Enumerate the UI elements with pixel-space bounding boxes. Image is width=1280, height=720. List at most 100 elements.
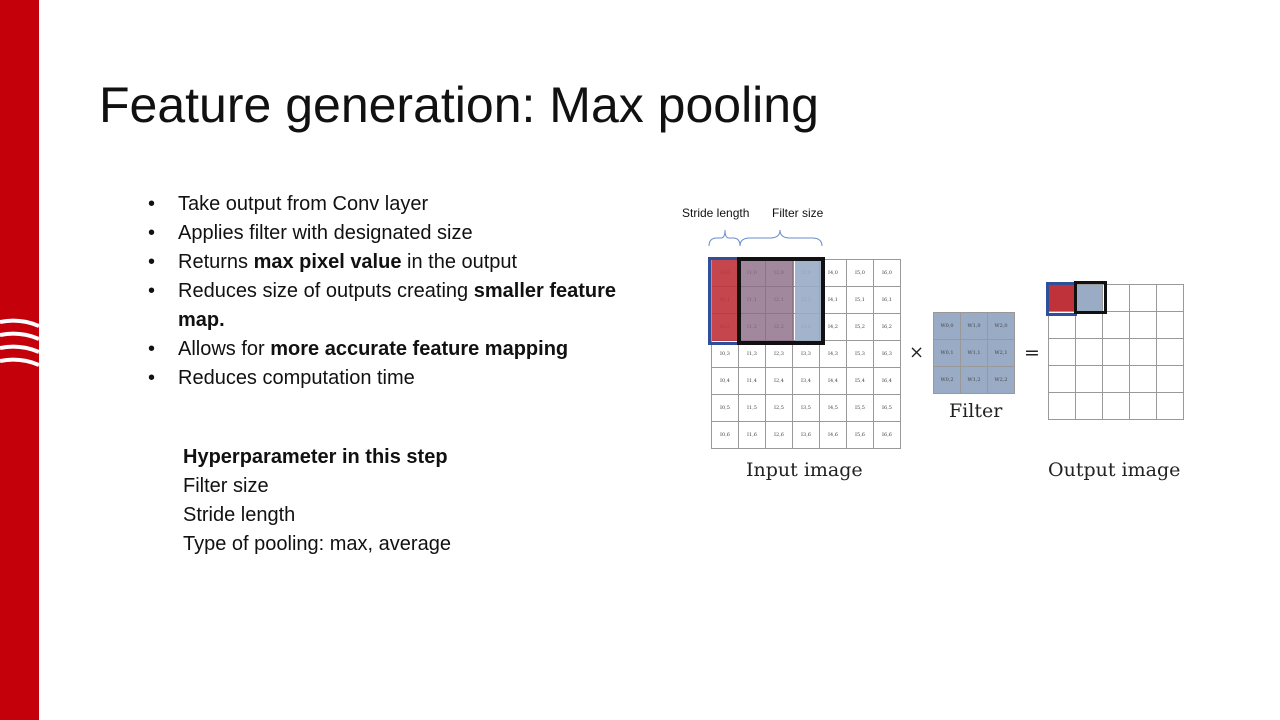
overlap-highlight [740, 260, 794, 341]
grid-cell [1130, 366, 1157, 393]
window-column-highlight [795, 260, 821, 341]
grid-cell: I4,4 [820, 368, 847, 395]
grid-cell: I6,5 [874, 395, 901, 422]
grid-cell [1103, 312, 1130, 339]
grid-cell: I2,5 [766, 395, 793, 422]
grid-cell: W0,1 [934, 340, 961, 367]
grid-cell: I2,3 [766, 341, 793, 368]
grid-cell: W2,1 [988, 340, 1015, 367]
text: Reduces size of outputs creating [178, 280, 474, 302]
output-cell-current [1076, 285, 1102, 311]
output-cell-prev [1049, 285, 1075, 311]
grid-cell [1157, 312, 1184, 339]
grid-cell: I3,6 [793, 422, 820, 449]
grid-cell: I5,6 [847, 422, 874, 449]
equals-sign: = [1024, 342, 1040, 364]
grid-cell: I5,5 [847, 395, 874, 422]
grid-cell: I4,3 [820, 341, 847, 368]
grid-cell: I4,1 [820, 287, 847, 314]
output-image-grid [1048, 284, 1184, 420]
filter-window-frame [737, 257, 825, 345]
grid-cell [1049, 339, 1076, 366]
grid-cell [1103, 285, 1130, 312]
grid-cell [1130, 312, 1157, 339]
grid-cell: I4,5 [820, 395, 847, 422]
grid-cell: W2,0 [988, 313, 1015, 340]
grid-cell: W1,0 [961, 313, 988, 340]
previous-window-frame [708, 257, 739, 345]
hyper-item: Stride length [183, 504, 296, 526]
output-prev-frame [1046, 282, 1077, 316]
filter-label: Filter [949, 400, 1003, 422]
grid-cell: I3,4 [793, 368, 820, 395]
brace-icon [708, 229, 823, 247]
hyper-item: Type of pooling: max, average [183, 533, 451, 555]
grid-cell: I0,6 [712, 422, 739, 449]
grid-cell [1076, 393, 1103, 420]
grid-cell: I2,6 [766, 422, 793, 449]
grid-cell: I0,4 [712, 368, 739, 395]
text: in the output [401, 251, 518, 273]
bold-text: smaller feature map. [178, 280, 617, 331]
grid-cell: I1,5 [739, 395, 766, 422]
bullet-item: Take output from Conv layer [148, 190, 668, 219]
grid-cell [1076, 312, 1103, 339]
grid-cell [1103, 366, 1130, 393]
bold-text: max pixel value [253, 251, 402, 273]
stride-column-highlight [712, 260, 738, 341]
grid-cell [1130, 393, 1157, 420]
grid-cell: I6,6 [874, 422, 901, 449]
bold-text: more accurate feature mapping [270, 338, 569, 360]
grid-cell: I5,2 [847, 314, 874, 341]
stride-length-label: Stride length [682, 206, 750, 220]
times-sign: × [909, 342, 925, 363]
grid-cell [1076, 339, 1103, 366]
hyper-item: Filter size [183, 475, 269, 497]
text: Allows for [178, 338, 271, 360]
grid-cell: I2,4 [766, 368, 793, 395]
bullet-item: Reduces size of outputs creating smaller… [148, 277, 668, 335]
grid-cell [1103, 393, 1130, 420]
bullet-list: Take output from Conv layer Applies filt… [148, 190, 668, 393]
hyper-heading: Hyperparameter in this step [183, 446, 448, 468]
grid-cell: I5,0 [847, 260, 874, 287]
grid-cell [1049, 312, 1076, 339]
grid-cell: I1,4 [739, 368, 766, 395]
grid-cell: I5,1 [847, 287, 874, 314]
grid-cell: I3,5 [793, 395, 820, 422]
grid-cell [1157, 285, 1184, 312]
grid-cell [1076, 366, 1103, 393]
grid-cell: I6,1 [874, 287, 901, 314]
grid-cell: W1,1 [961, 340, 988, 367]
input-image-label: Input image [746, 459, 863, 481]
grid-cell [1130, 339, 1157, 366]
grid-cell: I5,4 [847, 368, 874, 395]
grid-cell: I4,0 [820, 260, 847, 287]
grid-cell: W0,2 [934, 367, 961, 394]
grid-cell: I4,2 [820, 314, 847, 341]
text: Returns [178, 251, 254, 273]
grid-cell: I6,0 [874, 260, 901, 287]
bullet-item: Applies filter with designated size [148, 219, 668, 248]
grid-cell: I3,3 [793, 341, 820, 368]
grid-cell [1157, 393, 1184, 420]
grid-cell [1049, 393, 1076, 420]
grid-cell [1130, 285, 1157, 312]
output-current-frame [1074, 281, 1107, 314]
grid-cell: I6,4 [874, 368, 901, 395]
hyperparameter-block: Hyperparameter in this step Filter size … [183, 443, 451, 559]
filter-size-label: Filter size [772, 206, 824, 220]
grid-cell: W2,2 [988, 367, 1015, 394]
logo-waves-icon [0, 318, 39, 367]
grid-cell [1049, 366, 1076, 393]
grid-cell: I6,3 [874, 341, 901, 368]
slide-title: Feature generation: Max pooling [99, 77, 819, 133]
grid-cell: I4,6 [820, 422, 847, 449]
bullet-item: Reduces computation time [148, 364, 668, 393]
output-image-label: Output image [1048, 459, 1181, 481]
grid-cell: I5,3 [847, 341, 874, 368]
grid-cell: I1,3 [739, 341, 766, 368]
grid-cell [1103, 339, 1130, 366]
bullet-item: Returns max pixel value in the output [148, 248, 668, 277]
